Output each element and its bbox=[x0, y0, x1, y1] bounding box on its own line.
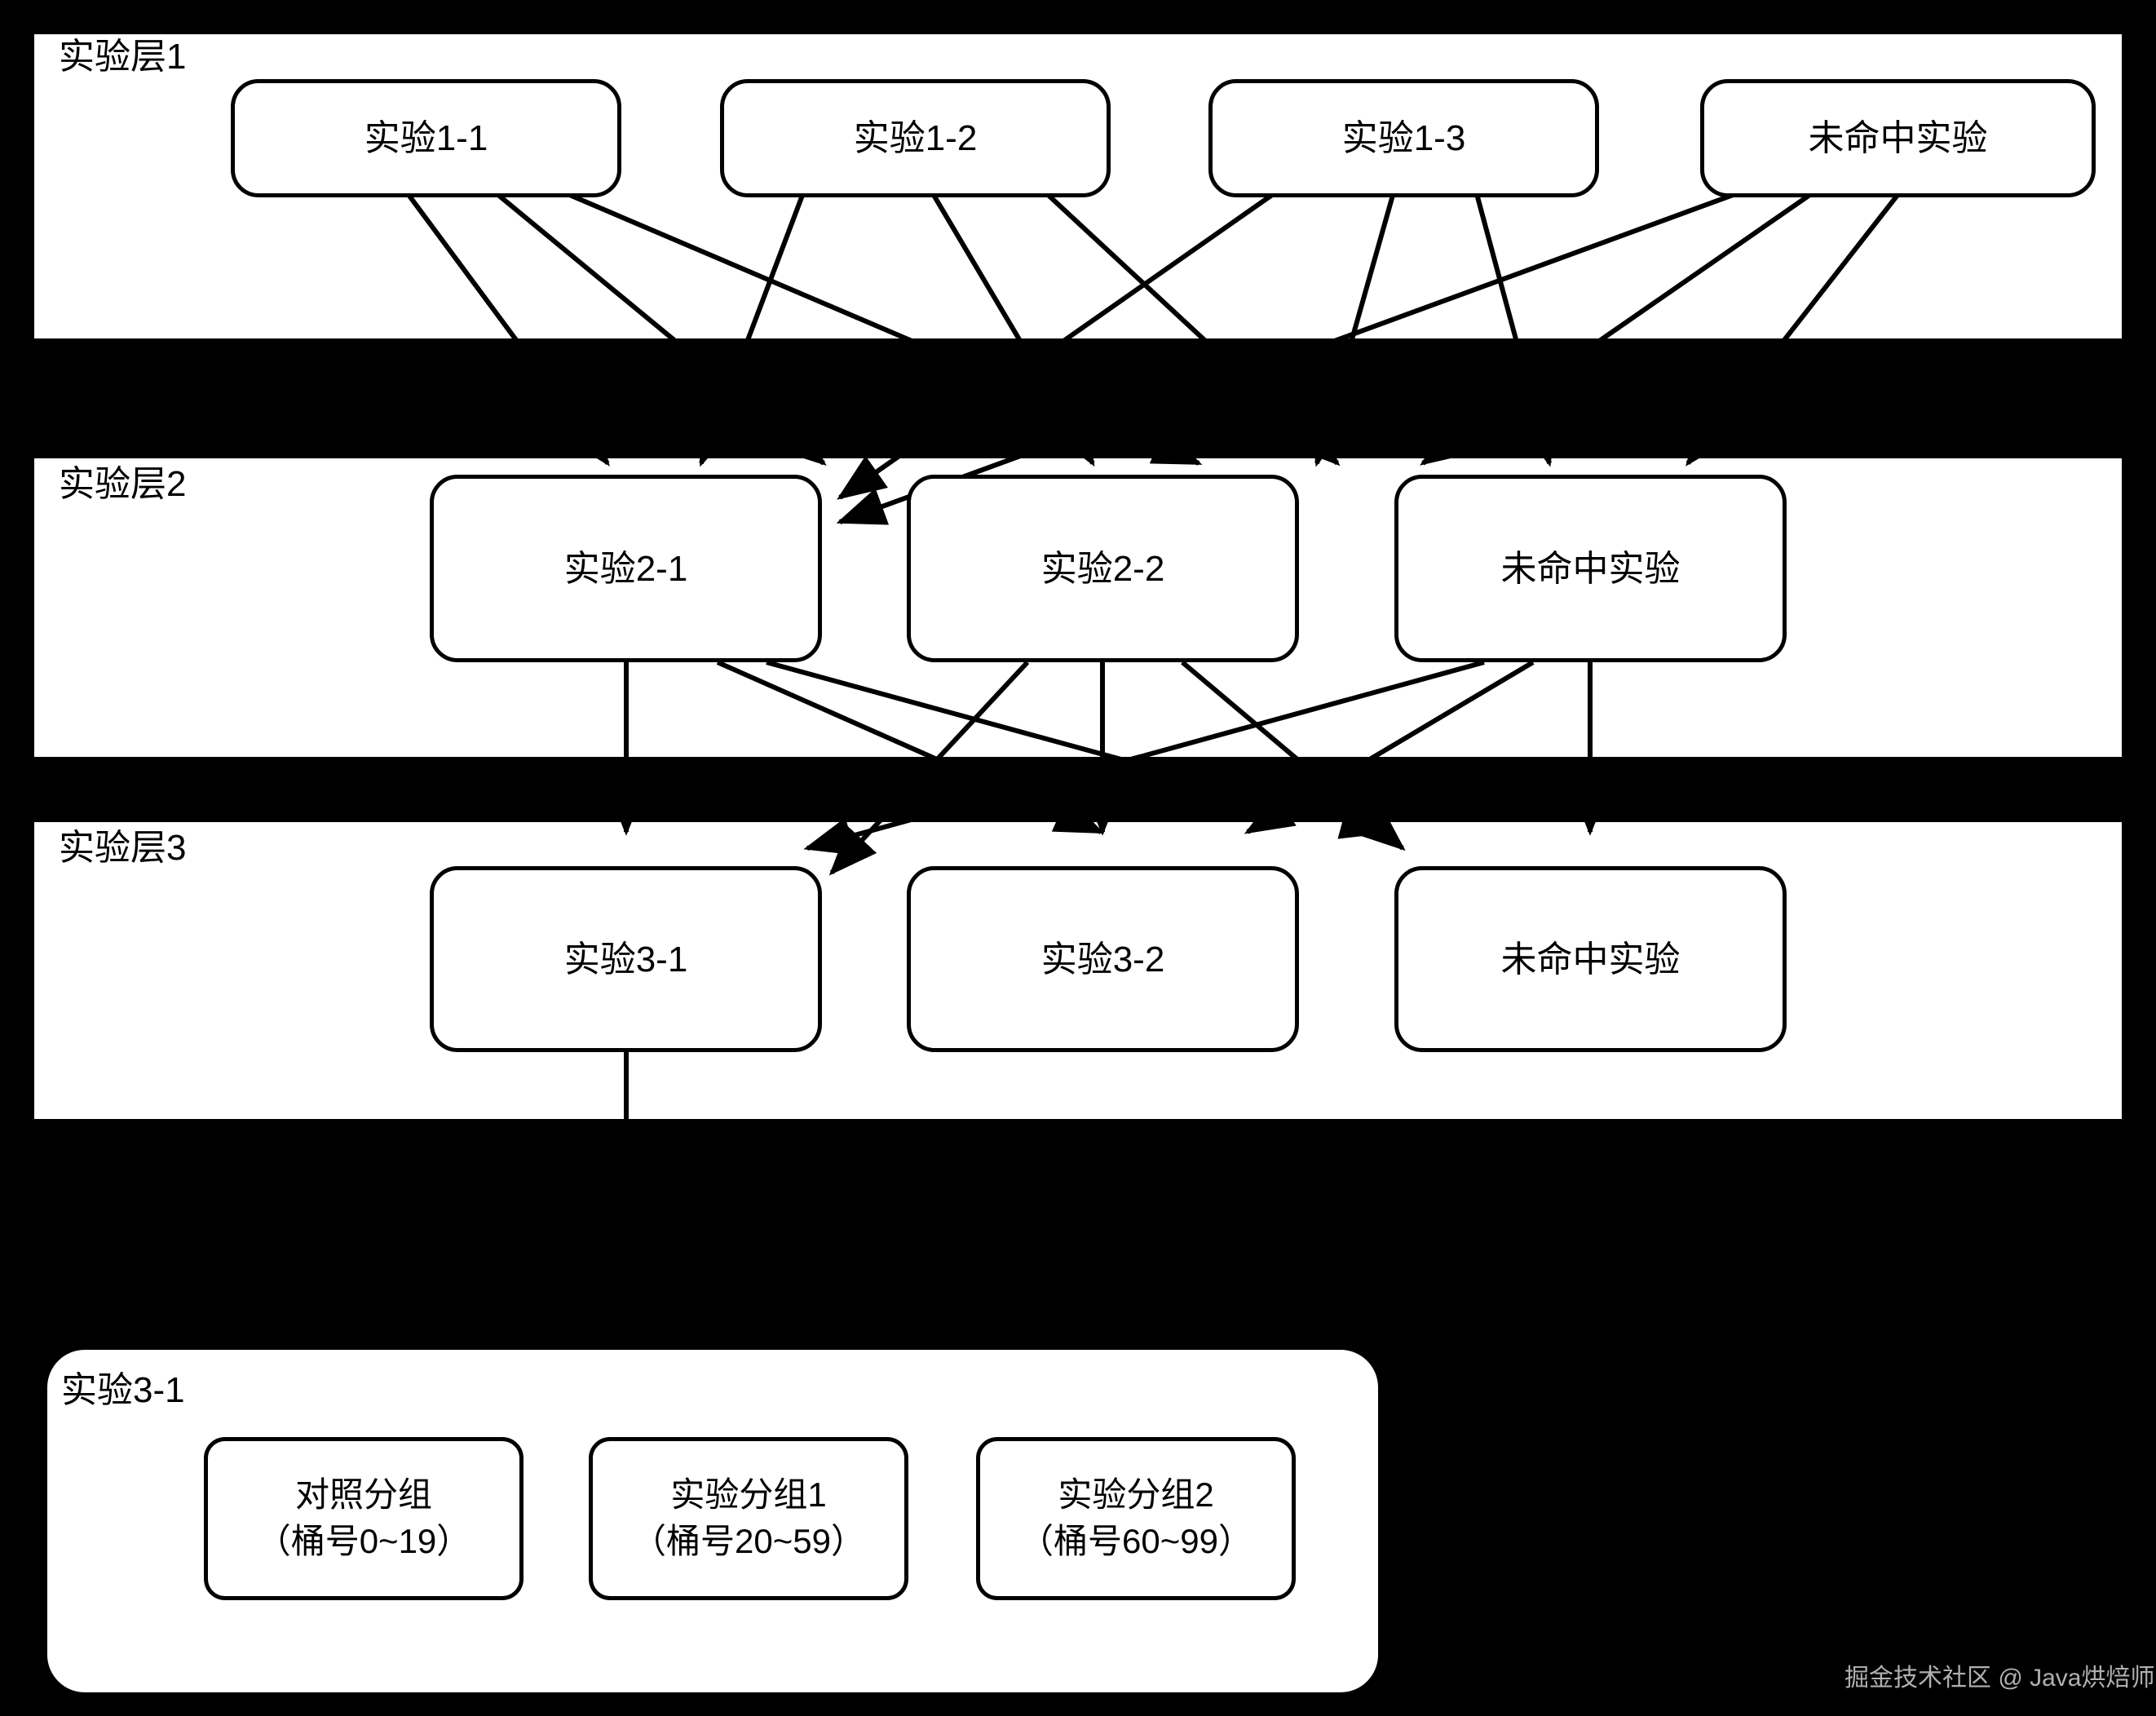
watermark: 掘金技术社区 @ Java烘焙师 bbox=[1845, 1665, 2155, 1692]
node-label: 实验1-3 bbox=[1341, 118, 1466, 158]
node-label: 实验1-1 bbox=[364, 118, 488, 158]
node-label: 实验1-2 bbox=[853, 118, 978, 158]
node-experiment-3-2[interactable]: 实验3-2 bbox=[907, 866, 1299, 1052]
node-experiment-2-miss[interactable]: 未命中实验 bbox=[1394, 475, 1787, 662]
layer-3-label: 实验层3 bbox=[59, 828, 187, 868]
node-label: 实验2-1 bbox=[563, 548, 688, 589]
layer-1-label: 实验层1 bbox=[59, 37, 187, 77]
node-experiment-2-2[interactable]: 实验2-2 bbox=[907, 475, 1299, 662]
node-label: 未命中实验 bbox=[1500, 939, 1681, 980]
node-experiment-1-3[interactable]: 实验1-3 bbox=[1208, 79, 1599, 197]
node-experiment-3-miss[interactable]: 未命中实验 bbox=[1394, 866, 1787, 1052]
group-box-control[interactable]: 对照分组 （桶号0~19） bbox=[204, 1437, 524, 1600]
group-name: 实验分组1 bbox=[670, 1475, 827, 1515]
node-label: 实验2-2 bbox=[1040, 548, 1165, 589]
group-bucket-range: （桶号20~59） bbox=[632, 1522, 865, 1560]
node-experiment-1-miss[interactable]: 未命中实验 bbox=[1700, 79, 2096, 197]
group-box-variant-1[interactable]: 实验分组1 （桶号20~59） bbox=[589, 1437, 908, 1600]
detail-panel-title: 实验3-1 bbox=[61, 1370, 185, 1410]
node-experiment-1-2[interactable]: 实验1-2 bbox=[720, 79, 1111, 197]
node-label: 未命中实验 bbox=[1808, 118, 1988, 158]
node-label: 实验3-2 bbox=[1040, 939, 1165, 980]
group-name: 对照分组 bbox=[294, 1475, 432, 1515]
layer-2-label: 实验层2 bbox=[59, 464, 187, 504]
group-name: 实验分组2 bbox=[1058, 1475, 1214, 1515]
node-label: 未命中实验 bbox=[1500, 548, 1681, 589]
node-experiment-2-1[interactable]: 实验2-1 bbox=[430, 475, 822, 662]
group-box-variant-2[interactable]: 实验分组2 （桶号60~99） bbox=[976, 1437, 1296, 1600]
group-bucket-range: （桶号60~99） bbox=[1019, 1522, 1253, 1560]
group-bucket-range: （桶号0~19） bbox=[256, 1522, 471, 1560]
node-label: 实验3-1 bbox=[563, 939, 688, 980]
node-experiment-3-1[interactable]: 实验3-1 bbox=[430, 866, 822, 1052]
node-experiment-1-1[interactable]: 实验1-1 bbox=[231, 79, 621, 197]
